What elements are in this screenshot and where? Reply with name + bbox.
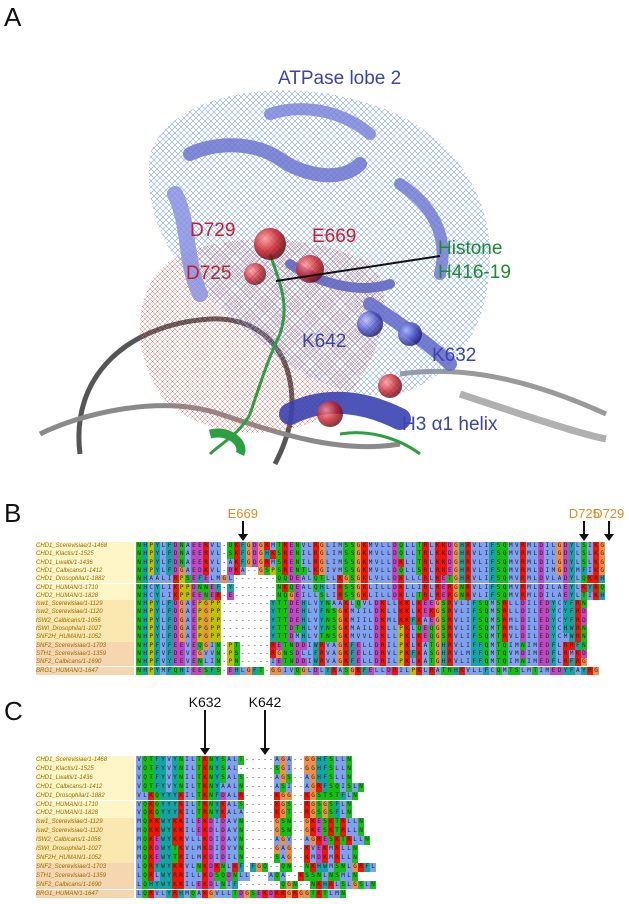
- sequence-name: BRG1_HUMAN/1-1647: [36, 889, 134, 899]
- marker-arrow: [607, 521, 610, 538]
- sequence-name: Isw1_Scerevisiae/1-1129: [36, 818, 134, 828]
- label-e669: E669: [312, 226, 356, 247]
- label-d729: D729: [190, 220, 235, 241]
- sequence-name: CHD1_Klactis/1-1525: [36, 550, 134, 559]
- label-atpase-lobe: ATPase lobe 2: [278, 68, 401, 89]
- sequence-name: Isw2_Scerevisiae/1-1120: [36, 608, 134, 617]
- marker-arrowhead: [579, 534, 590, 541]
- marker-arrow: [241, 521, 244, 538]
- sequence-name: ISWI_Drosophila/1-1027: [36, 845, 134, 854]
- marker-label: D725: [568, 506, 600, 521]
- label-h3-helix: H3 α1 helix: [402, 414, 498, 435]
- sequence-name: CHD1_Calbicans/1-1412: [36, 566, 134, 576]
- sequence-name: CHD1_Scerevisiae/1-1468: [36, 756, 134, 765]
- sequence-name: CHD1_Drosophila/1-1882: [36, 575, 134, 584]
- sequence-name: ISW2_Calbicans/1-1056: [36, 836, 134, 845]
- marker-arrow: [204, 710, 206, 752]
- marker-label: E669: [227, 506, 258, 521]
- sequence-name: CHD2_HUMAN/1-1828: [36, 591, 134, 601]
- label-histone-residues: H416-19: [438, 262, 511, 283]
- sequence-name: CHD1_Lwaltii/1-1436: [36, 558, 134, 567]
- sequence-name: CHD1_HUMAN/1-1710: [36, 583, 134, 592]
- marker-arrow: [264, 710, 266, 752]
- panel-a-letter: A: [4, 2, 22, 32]
- sequence-name: CHD2_HUMAN/1-1828: [36, 809, 134, 819]
- sequence-name: CHD1_Drosophila/1-1882: [36, 791, 134, 801]
- panel-c-letter: C: [4, 696, 23, 726]
- sequence-name: STH1_Scerevisiae/1-1359: [36, 649, 134, 659]
- marker-label: D729: [593, 506, 625, 521]
- sequence-name: SNF2H_HUMAN/1-1052: [36, 633, 134, 642]
- sequence-name: CHD1_Scerevisiae/1-1468: [36, 542, 134, 551]
- sequence-name: CHD1_Klactis/1-1525: [36, 764, 134, 774]
- marker-label: K632: [188, 694, 222, 710]
- sequence-name: CHD1_Lwaltii/1-1436: [36, 773, 134, 783]
- marker-label: K642: [248, 694, 282, 710]
- sequence-name: CHD1_HUMAN/1-1710: [36, 800, 134, 810]
- sequence-name: SNF2_Scerevisiae/1-1703: [36, 862, 134, 872]
- sequence-name: CHD1_Calbicans/1-1412: [36, 782, 134, 792]
- sequence-name: ISWI_Drosophila/1-1027: [36, 625, 134, 634]
- sequence-name: Isw2_Scerevisiae/1-1120: [36, 827, 134, 837]
- label-k632: K632: [432, 345, 476, 366]
- sequence-name: SNF2_Calbicans/1-1690: [36, 658, 134, 667]
- structure-figure: ATPase lobe 2 D729 E669 D725 Histone H41…: [38, 34, 608, 466]
- marker-arrowhead: [260, 748, 270, 755]
- sequence-name: ISW2_Calbicans/1-1056: [36, 616, 134, 625]
- marker-arrowhead: [200, 748, 210, 755]
- sequence-name: STH1_Scerevisiae/1-1359: [36, 871, 134, 881]
- label-histone: Histone: [438, 238, 502, 259]
- label-k642: K642: [302, 331, 346, 352]
- label-d725: D725: [186, 263, 231, 284]
- marker-arrowhead: [603, 534, 614, 541]
- sequence-name: SNF2H_HUMAN/1-1052: [36, 853, 134, 863]
- sequence-name: SNF2_Calbicans/1-1690: [36, 880, 134, 890]
- sequence-name: SNF2_Scerevisiae/1-1703: [36, 641, 134, 650]
- marker-arrowhead: [237, 534, 248, 541]
- panel-b-letter: B: [4, 498, 22, 528]
- structure-image: ATPase lobe 2 D729 E669 D725 Histone H41…: [38, 68, 608, 466]
- sequence-name: Isw1_Scerevisiae/1-1129: [36, 600, 134, 609]
- marker-arrow: [583, 521, 586, 538]
- sequence-name: BRG1_HUMAN/1-1647: [36, 666, 134, 675]
